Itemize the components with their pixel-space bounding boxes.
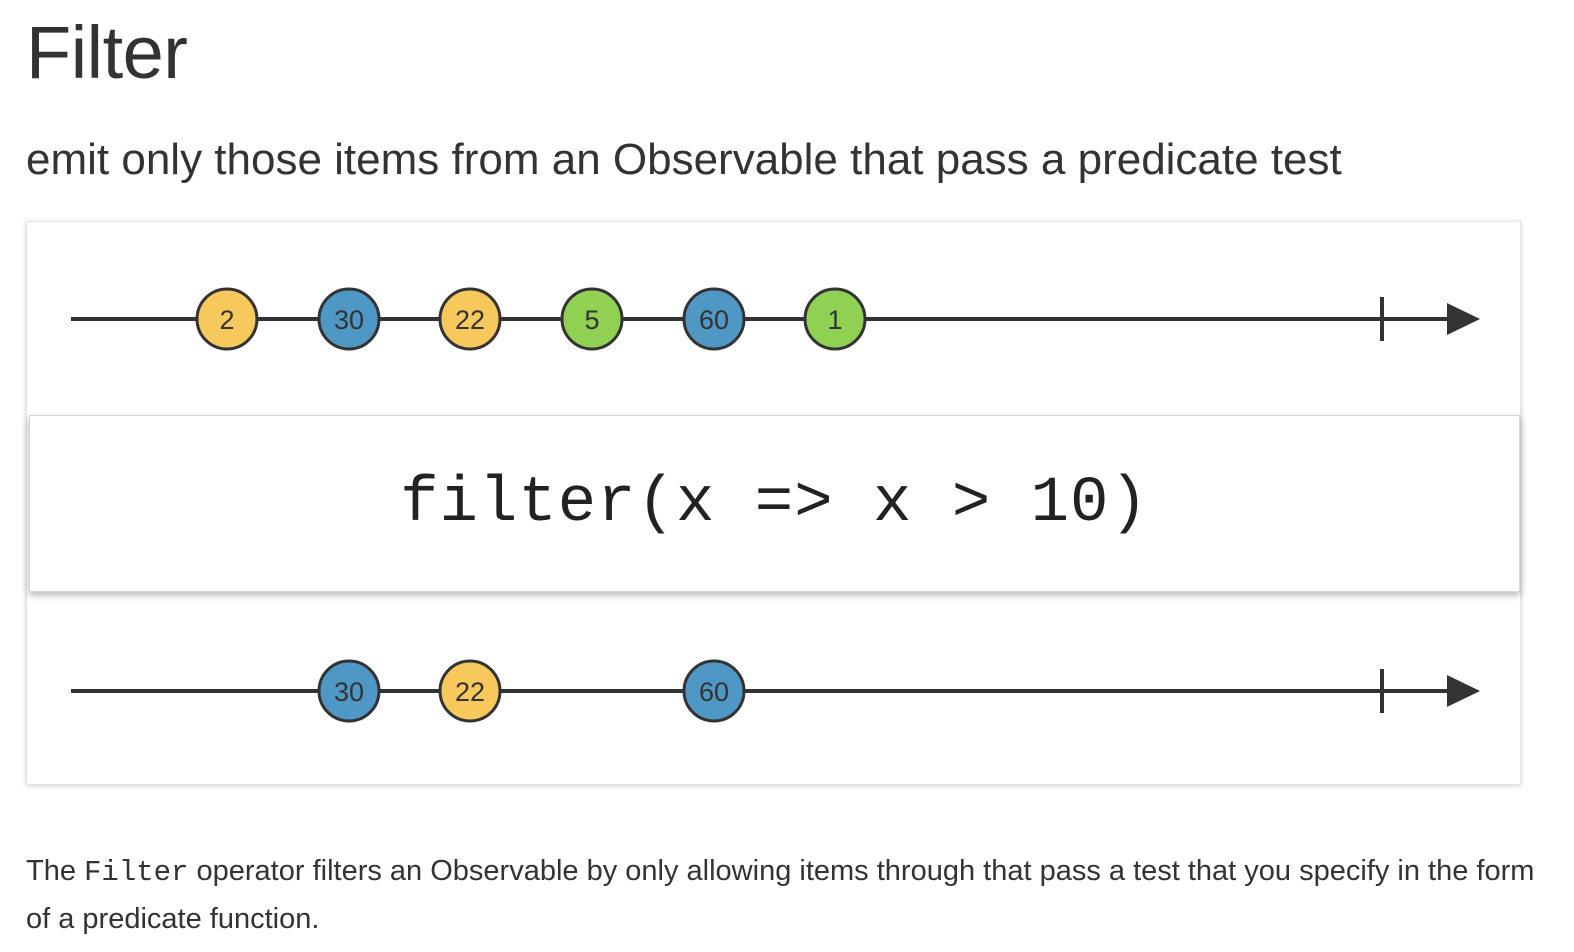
operator-box: filter(x => x > 10) [29, 415, 1520, 592]
output-timeline: 30 22 60 [27, 592, 1522, 782]
input-marble-circle [195, 287, 259, 351]
input-marble-label: 30 [334, 305, 364, 335]
description-prefix: The [26, 855, 85, 887]
output-marble-circle [682, 659, 746, 723]
input-marble-label: 5 [584, 305, 599, 335]
input-marble: 22 [438, 287, 502, 351]
output-timeline-arrowhead [1447, 675, 1480, 707]
output-marble-label: 60 [699, 677, 729, 707]
output-marble-label: 30 [334, 677, 364, 707]
input-marble-label: 22 [455, 305, 485, 335]
input-marble-circle [803, 287, 867, 351]
input-marble-circle [682, 287, 746, 351]
input-marble: 30 [317, 287, 381, 351]
input-timeline-svg: 2 30 22 5 60 1 [71, 287, 1480, 351]
output-marble-circle [438, 659, 502, 723]
description-code: Filter [84, 856, 189, 889]
output-marble: 30 [317, 659, 381, 723]
input-marble: 1 [803, 287, 867, 351]
output-timeline-svg: 30 22 60 [71, 659, 1480, 723]
output-marble-circle [317, 659, 381, 723]
input-marble-label: 2 [219, 305, 234, 335]
input-timeline: 2 30 22 5 60 1 [27, 222, 1522, 412]
input-marble: 5 [560, 287, 624, 351]
output-marble: 60 [682, 659, 746, 723]
input-marble-circle [317, 287, 381, 351]
output-marbles: 30 22 60 [317, 659, 746, 723]
input-marbles: 2 30 22 5 60 1 [195, 287, 867, 351]
marble-diagram: 2 30 22 5 60 1 filter(x => x > 10) 30 22 60 [26, 221, 1521, 785]
input-timeline-arrowhead [1447, 303, 1480, 335]
input-marble-circle [560, 287, 624, 351]
input-marble: 60 [682, 287, 746, 351]
input-marble-label: 1 [827, 305, 842, 335]
page-title: Filter [26, 11, 188, 94]
description-suffix: operator filters an Observable by only a… [26, 855, 1535, 935]
input-marble-circle [438, 287, 502, 351]
input-marble-label: 60 [699, 305, 729, 335]
operator-description: The Filter operator filters an Observabl… [26, 848, 1546, 942]
input-marble: 2 [195, 287, 259, 351]
operator-label: filter(x => x > 10) [400, 467, 1149, 540]
output-marble-label: 22 [455, 677, 485, 707]
page-subtitle: emit only those items from an Observable… [26, 135, 1342, 184]
output-marble: 22 [438, 659, 502, 723]
